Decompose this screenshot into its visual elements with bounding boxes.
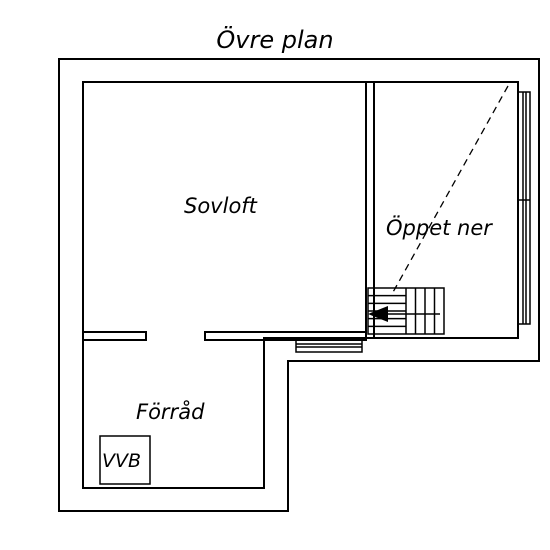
- stair-arrow-icon: [368, 306, 440, 322]
- room-label-loft: Sovloft: [184, 194, 257, 218]
- staircase: [367, 287, 445, 335]
- label-water-heater: VVB: [102, 450, 142, 472]
- room-label-storage: Förråd: [136, 400, 205, 424]
- outer-wall: [58, 58, 540, 512]
- plan-title: Övre plan: [216, 26, 334, 54]
- open-below-dashed-line: [391, 85, 509, 295]
- interior-walls: [83, 82, 375, 488]
- window-south: [295, 337, 363, 353]
- inner-wall-outline: [82, 81, 519, 489]
- window-east: [517, 91, 531, 325]
- room-label-open-below: Öppet ner: [386, 216, 492, 240]
- water-heater-box: [99, 435, 151, 485]
